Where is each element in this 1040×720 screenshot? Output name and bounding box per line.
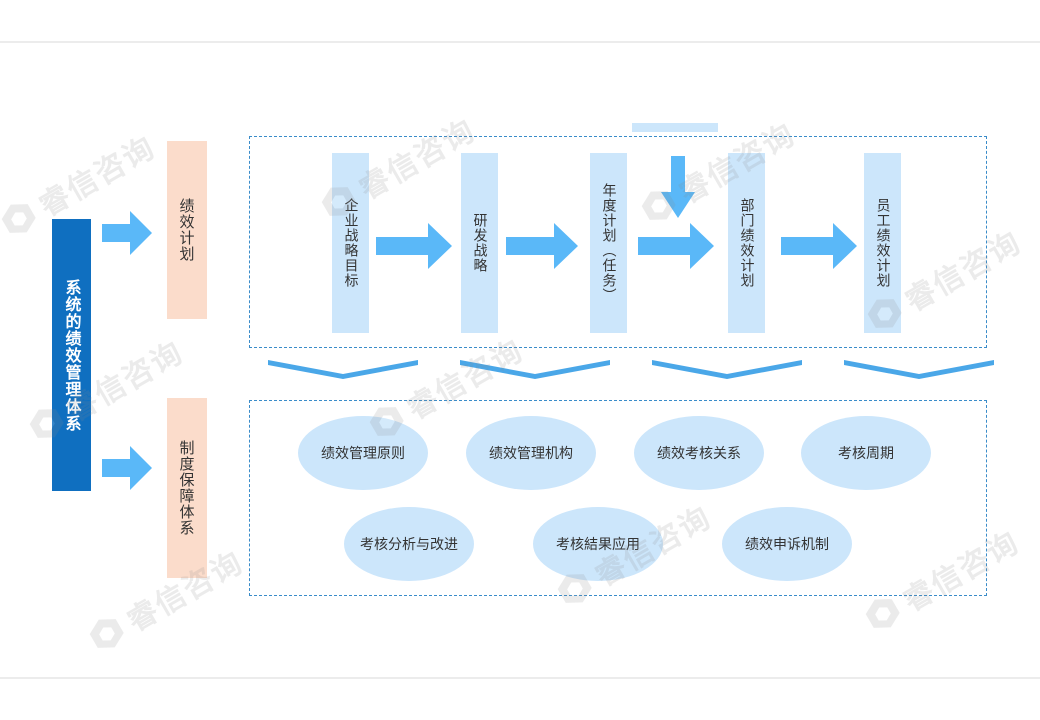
arrow-step-4-5 — [781, 223, 857, 269]
system-container — [249, 400, 987, 596]
category-system-guarantee: 制度保障体系 — [167, 398, 207, 578]
step-dept-plan: 部门绩效计划 — [728, 153, 765, 333]
arrow-down-into-flow — [661, 156, 695, 218]
oval-analysis-improvement: 考核分析与改进 — [344, 507, 474, 581]
oval-management-organization: 绩效管理机构 — [466, 416, 596, 490]
step-enterprise-strategy: 企业战略目标 — [332, 153, 369, 333]
chevron-connector-4 — [844, 360, 994, 379]
step-employee-plan: 员工绩效计划 — [864, 153, 901, 333]
top-divider — [0, 41, 1040, 43]
watermark-logo-icon — [89, 619, 124, 648]
arrow-step-3-4 — [638, 223, 714, 269]
root-box: 系统的绩效管理体系 — [52, 219, 91, 491]
arrow-root-to-plan — [102, 211, 152, 255]
chevron-connector-3 — [652, 360, 802, 379]
bottom-divider — [0, 677, 1040, 679]
category-performance-plan: 绩效计划 — [167, 141, 207, 319]
oval-management-principles: 绩效管理原则 — [298, 416, 428, 490]
step-annual-plan: 年度计划（任务） — [590, 153, 627, 333]
step-rd-strategy: 研发战略 — [461, 153, 498, 333]
watermark-logo-icon — [865, 599, 900, 628]
arrow-root-to-system — [102, 446, 152, 490]
arrow-step-2-3 — [506, 223, 578, 269]
watermark: 睿信咨询 — [81, 538, 250, 661]
watermark: 睿信咨询 — [21, 328, 190, 451]
arrow-step-1-2 — [376, 223, 452, 269]
oval-appeal-mechanism: 绩效申诉机制 — [722, 507, 852, 581]
top-connector-tab — [632, 123, 718, 132]
watermark-logo-icon — [1, 204, 36, 233]
oval-assessment-relations: 绩效考核关系 — [634, 416, 764, 490]
chevron-connector-1 — [268, 360, 418, 379]
oval-assessment-cycle: 考核周期 — [801, 416, 931, 490]
chevron-connector-2 — [460, 360, 610, 379]
oval-result-application: 考核結果应用 — [533, 507, 663, 581]
plan-flow-container — [249, 136, 987, 348]
